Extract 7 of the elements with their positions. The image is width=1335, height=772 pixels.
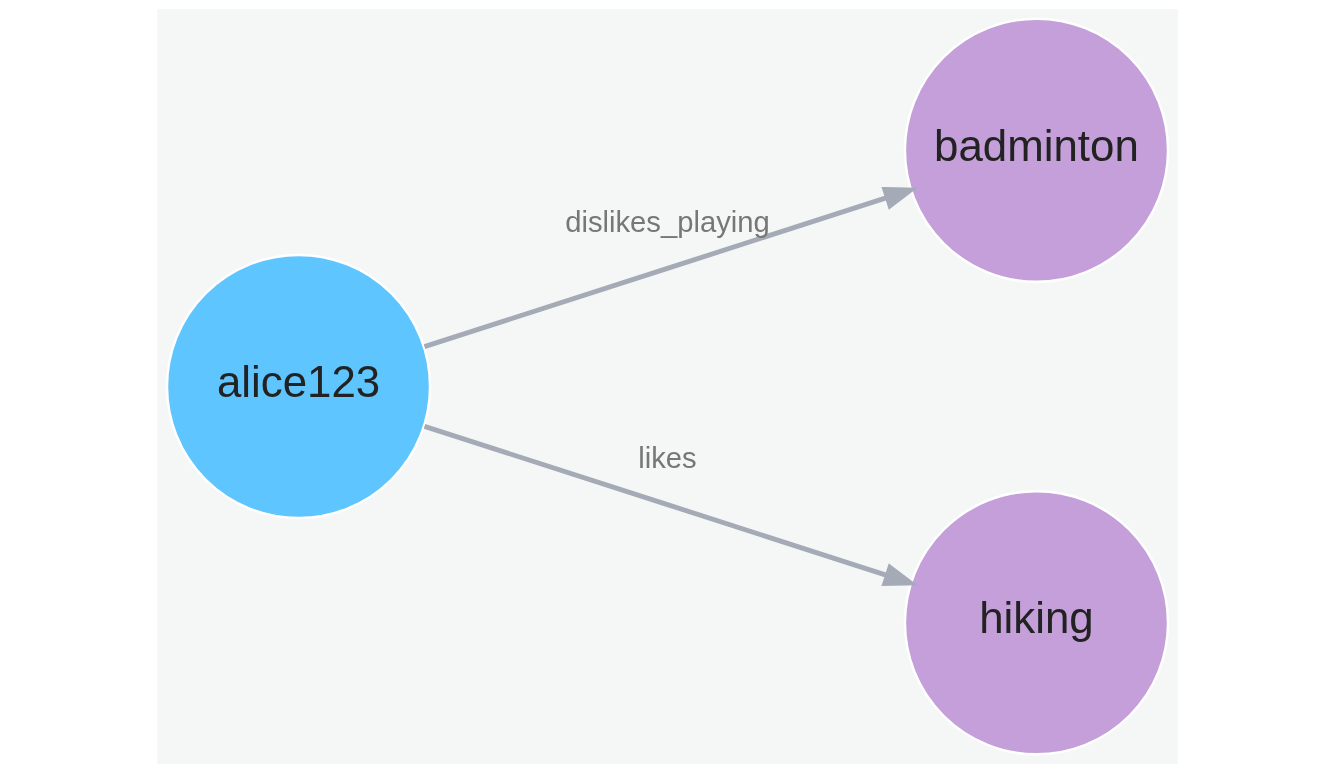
node-circle: hiking bbox=[903, 489, 1170, 755]
edge-label: dislikes_playing bbox=[565, 205, 770, 238]
edge-label: likes bbox=[638, 441, 697, 474]
node-circle: alice123 bbox=[165, 253, 432, 519]
arrow bbox=[423, 423, 918, 586]
arrow bbox=[423, 186, 918, 349]
node-circle: badminton bbox=[903, 17, 1170, 283]
